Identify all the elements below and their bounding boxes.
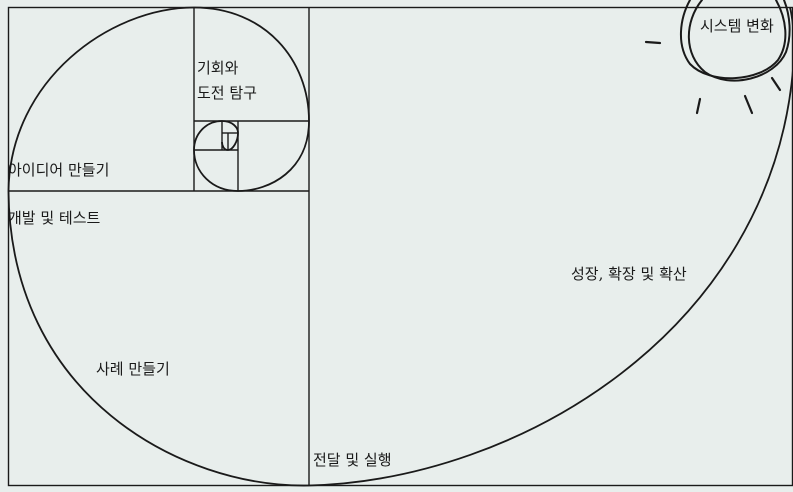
stage-label-develop: 개발 및 테스트 <box>8 206 100 231</box>
sun-ring-1 <box>689 0 790 81</box>
stage-label-scale: 성장, 확장 및 확산 <box>571 262 687 287</box>
sun-ray-2 <box>745 96 752 113</box>
stage-label-ideas: 아이디어 만들기 <box>8 158 109 183</box>
stage-label-case: 사례 만들기 <box>96 357 170 382</box>
sun-ring-0 <box>681 0 785 78</box>
stage-label-system: 시스템 변화 <box>700 14 774 39</box>
sun-ray-1 <box>697 99 700 113</box>
stage-label-deliver: 전달 및 실행 <box>313 448 392 473</box>
golden-spiral-inner <box>9 8 310 486</box>
sun-ray-0 <box>646 42 660 43</box>
outer-frame <box>9 8 793 486</box>
sun-ray-3 <box>772 78 780 90</box>
